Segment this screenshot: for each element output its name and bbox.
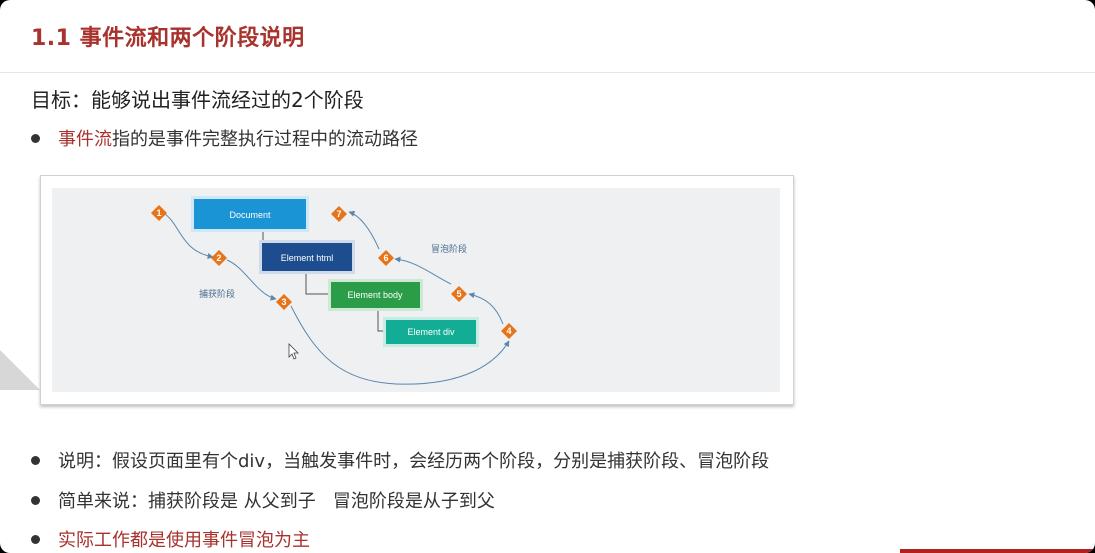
flow-curves: [164, 210, 510, 385]
step-marker-6: 6: [378, 250, 394, 266]
bullet-dot: [31, 495, 40, 505]
step-marker-3: 3: [276, 294, 292, 310]
capture-curve-2-3: [226, 259, 277, 301]
bullet-explanation: 说明：假设页面里有个div，当触发事件时，会经历两个阶段，分别是捕获阶段、冒泡阶…: [31, 447, 769, 473]
bubble-curve-6-7: [348, 210, 380, 250]
bubble-curve-5-6: [394, 256, 452, 285]
practice-text: 实际工作都是使用事件冒泡为主: [58, 530, 310, 551]
decorative-shadow: [0, 350, 40, 390]
svg-text:1: 1: [156, 208, 161, 218]
mouse-cursor-icon: [288, 343, 299, 360]
document-node: Document: [191, 196, 309, 232]
title-divider: [0, 72, 1095, 73]
bullet-event-flow: 事件流 指的是事件完整执行过程中的流动路径: [31, 125, 418, 151]
step-marker-7: 7: [331, 206, 347, 222]
bubble-phase-label: 冒泡阶段: [431, 243, 467, 255]
step-marker-2: 2: [211, 250, 227, 266]
event-flow-highlight: 事件流: [58, 129, 112, 150]
html-label: Element html: [281, 253, 334, 263]
step-marker-5: 5: [451, 286, 467, 302]
step-markers: 1 2 3 4 5: [151, 205, 517, 339]
step-marker-1: 1: [151, 205, 167, 221]
document-label: Document: [229, 210, 271, 220]
diagram-canvas: Document Element html Element body Eleme…: [52, 188, 780, 392]
svg-text:2: 2: [216, 253, 221, 263]
html-node: Element html: [259, 240, 355, 274]
step-marker-4: 4: [501, 323, 517, 339]
capture-curve-1-2: [164, 213, 214, 259]
bullet-dot: [31, 133, 40, 143]
bullet-summary: 简单来说：捕获阶段是 从父到子 冒泡阶段是从子到父: [31, 487, 495, 513]
bottom-accent-bar: [900, 549, 1095, 553]
div-label: Element div: [407, 327, 455, 337]
goal-text: 目标：能够说出事件流经过的2个阶段: [31, 88, 364, 112]
bubble-curve-4-5: [468, 292, 504, 325]
event-flow-definition: 指的是事件完整执行过程中的流动路径: [112, 129, 418, 150]
event-flow-diagram: Document Element html Element body Eleme…: [40, 175, 794, 405]
bullet-dot: [31, 534, 40, 544]
capture-curve-3-4: [290, 305, 510, 385]
svg-text:5: 5: [456, 289, 461, 299]
explanation-text: 说明：假设页面里有个div，当触发事件时，会经历两个阶段，分别是捕获阶段、冒泡阶…: [58, 451, 770, 472]
svg-text:6: 6: [383, 253, 388, 263]
bullet-dot: [31, 455, 40, 465]
svg-text:7: 7: [336, 209, 341, 219]
svg-text:3: 3: [281, 297, 286, 307]
summary-text: 简单来说：捕获阶段是 从父到子 冒泡阶段是从子到父: [58, 491, 495, 512]
div-node: Element div: [383, 317, 479, 347]
bullet-practice: 实际工作都是使用事件冒泡为主: [31, 526, 310, 552]
slide-title: 1.1 事件流和两个阶段说明: [31, 26, 305, 51]
body-node: Element body: [328, 279, 423, 311]
body-label: Element body: [347, 290, 403, 300]
svg-text:4: 4: [506, 326, 511, 336]
capture-phase-label: 捕获阶段: [199, 288, 235, 300]
